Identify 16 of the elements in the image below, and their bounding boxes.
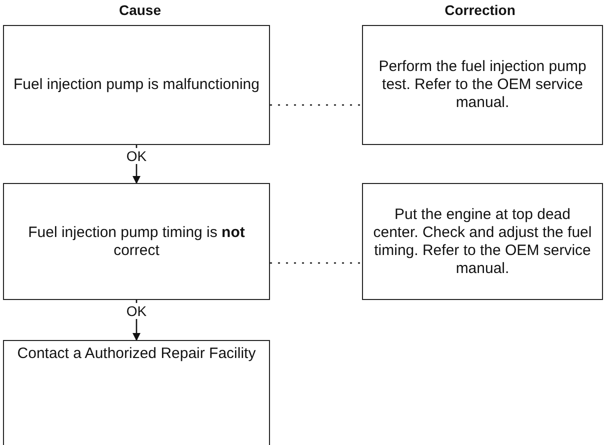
- text-box: [3, 340, 270, 445]
- column-heading: Cause: [118, 2, 162, 18]
- column-heading: Correction: [444, 2, 516, 18]
- text-box: [3, 183, 270, 300]
- box-text: Fuel injection pump is malfunctioning: [12, 76, 260, 94]
- box-text: Fuel injection pump timing is not correct: [27, 224, 246, 260]
- text-box: [362, 183, 603, 300]
- edge-label: OK: [124, 303, 149, 319]
- box-text: Put the engine at top dead center. Check and adjust the fuel timing. Refer to the OEM service manual.: [372, 206, 593, 278]
- dotted-connector: [270, 262, 362, 264]
- box-text: Perform the fuel injection pump test. Refer to the OEM service manual.: [378, 58, 588, 112]
- dotted-connector: [270, 104, 362, 106]
- text-box: [3, 25, 270, 145]
- box-text: Contact a Authorized Repair Facility: [16, 345, 257, 363]
- edge-label: OK: [124, 148, 149, 164]
- text-box: [362, 25, 603, 145]
